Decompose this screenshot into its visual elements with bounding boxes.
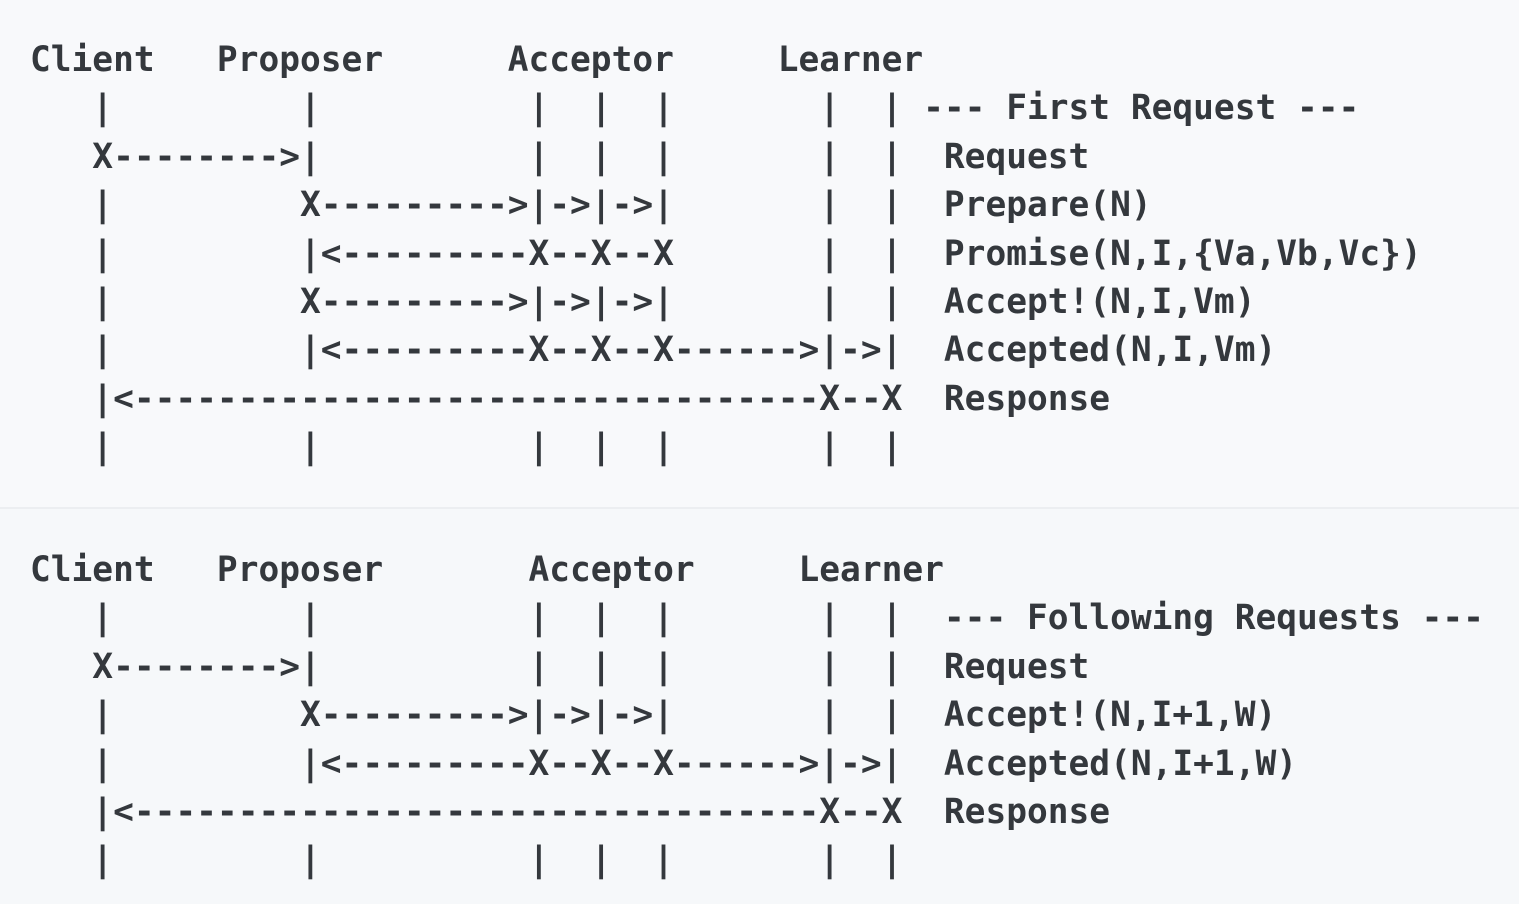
paxos-following-requests-ascii-diagram: Client Proposer Acceptor Learner | | | |…	[30, 550, 1484, 881]
first-request-section-background	[0, 0, 1519, 507]
paxos-first-request-ascii-diagram: Client Proposer Acceptor Learner | | | |…	[30, 40, 1422, 468]
following-requests-section-background	[0, 509, 1519, 904]
section-divider	[0, 507, 1519, 509]
